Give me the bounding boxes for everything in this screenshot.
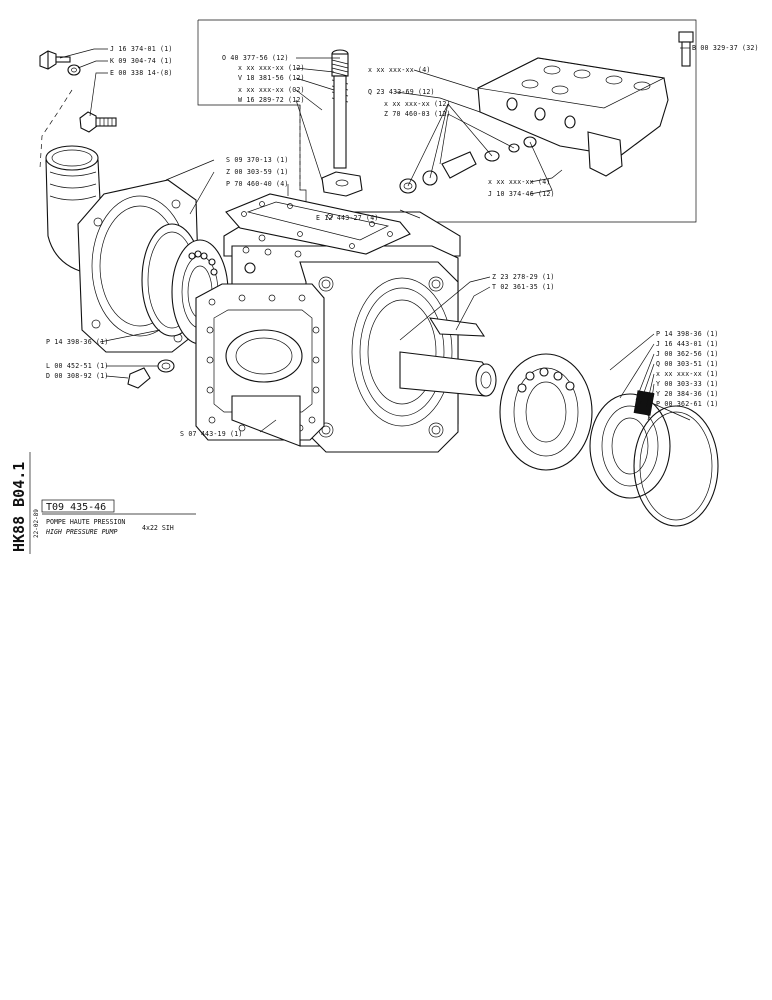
callout-z00303: Z 00 303-59 (1) [226, 168, 289, 176]
callout-e12443: E 12 443-27 (4) [316, 214, 379, 222]
callout-j00362: J 00 362-56 (1) [656, 350, 719, 358]
callout-b00329: B 00 329-37 (32) [692, 44, 759, 52]
callout-l00452: L 00 452-51 (1) [46, 362, 109, 370]
drive-shaft [399, 317, 497, 397]
callout-p70460-40: P 70 460-40 (4) [226, 180, 289, 188]
bolt-e00338 [79, 111, 117, 133]
seal-assembly [589, 390, 719, 527]
callout-p14398-left: P 14 398-36 (1) [46, 338, 109, 346]
callout-z70460-03: Z 70 460-03 (12) [384, 110, 451, 118]
callout-p14398-right: P 14 398-36 (1) [656, 330, 719, 338]
callout-j10374: J 10 374-46 (12) [488, 190, 555, 198]
callout-o40377: O 40 377-56 (12) [222, 54, 289, 62]
part-number: T09 435-46 [46, 502, 106, 513]
nozzle-dash-outline [39, 89, 73, 169]
callout-xx-4b: x xx xxx-xx (4) [488, 178, 551, 186]
bolt-top-left [39, 50, 81, 76]
callout-j16374: J 16 374-01 (1) [110, 45, 173, 53]
callout-v18381: V 18 381-56 (12) [238, 74, 305, 82]
callout-labels: J 16 374-01 (1) K 09 304-74 (1) E 00 338… [46, 44, 759, 438]
callout-xx-02: x xx xxx-xx (02) [238, 86, 305, 94]
callout-w16289: W 16 289-72 (12) [238, 96, 305, 104]
valve-group-box [197, 19, 697, 223]
callout-q00303: Q 00 303-51 (1) [656, 360, 719, 368]
part-number-box [41, 499, 115, 513]
callout-t02361: T 02 361-35 (1) [492, 283, 555, 291]
callout-q23433: Q 23 433-69 (12) [368, 88, 435, 96]
callout-p00362: P 00 362-61 (1) [656, 400, 719, 408]
title-block: HK88 B04.1 22-02-89 T09 435-46 POMPE HAU… [10, 452, 196, 554]
callout-xx-12b: x xx xxx-xx (12) [384, 100, 451, 108]
side-code: HK88 B04.1 [10, 462, 28, 552]
drain-plug [127, 359, 175, 389]
pump-main-housing [195, 211, 461, 453]
callout-y20384: Y 20 384-36 (1) [656, 390, 719, 398]
callout-z23278: Z 23 278-29 (1) [492, 273, 555, 281]
top-gasket [225, 193, 411, 255]
callout-k09304: K 09 304-74 (1) [110, 57, 173, 65]
plunger-assembly [321, 49, 363, 197]
model-label: 4x22 SIH [142, 524, 174, 532]
callout-e00338: E 00 338 14-(8) [110, 69, 173, 77]
callout-xx-12a: x xx xxx-xx (12) [238, 64, 305, 72]
callout-xx-4a: x xx xxx-xx (4) [368, 66, 431, 74]
title-date: 22-02-89 [33, 509, 40, 538]
title-fr: POMPE HAUTE PRESSION [46, 518, 125, 526]
callout-d00308: D 00 308-92 (1) [46, 372, 109, 380]
callout-xx-1: x xx xxx-xx (1) [656, 370, 719, 378]
title-en: HIGH PRESSURE PUMP [45, 528, 117, 536]
valve-block [476, 57, 669, 177]
callout-s09370: S 09 370-13 (1) [226, 156, 289, 164]
callout-s07443: S 07 443-19 (1) [180, 430, 243, 438]
callout-y00303: Y 00 303-33 (1) [656, 380, 719, 388]
callout-j16443: J 16 443-01 (1) [656, 340, 719, 348]
right-bearing [499, 353, 593, 471]
screw-b00329 [678, 31, 694, 67]
leader-lines [59, 47, 691, 433]
